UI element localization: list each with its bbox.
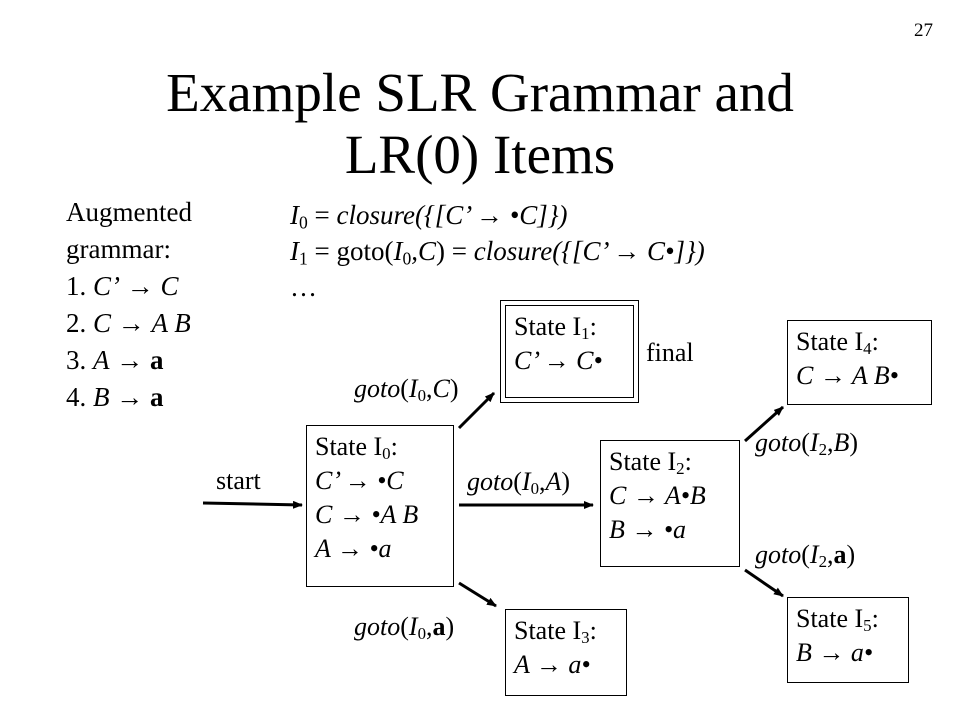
state-i0-item-1: C’ → •C <box>315 466 404 495</box>
state-i4-title: State I4: <box>796 327 879 359</box>
grammar-heading-2: grammar: <box>66 234 171 264</box>
start-label: start <box>216 466 261 495</box>
definition-ellipsis: … <box>290 272 317 302</box>
state-i5-item-1: B → a• <box>796 638 873 667</box>
state-i4-box: State I4: C → A B• <box>787 320 932 405</box>
state-i3-title: State I3: <box>514 616 597 648</box>
definition-i1: I1 = goto(I0,C) = closure({[C’ → C•]}) <box>290 236 705 269</box>
arrow-goto-i0-a-lower <box>458 581 497 608</box>
state-i0-box: State I0: C’ → •C C → •A B A → •a <box>306 425 454 587</box>
state-i1-item-1: C’ → C• <box>514 346 603 375</box>
state-i2-item-2: B → •a <box>609 515 686 544</box>
label-goto-i2-a: goto(I2,a) <box>755 540 856 572</box>
state-i3-item-1: A → a• <box>514 650 591 679</box>
state-i2-title: State I2: <box>609 447 692 479</box>
grammar-rule-1: 1. C’ → C <box>66 271 179 301</box>
state-i1-outer-border <box>500 300 639 403</box>
arrow-goto-i0-c <box>457 391 496 430</box>
item-set-definitions: I0 = closure({[C’ → •C]}) I1 = goto(I0,C… <box>290 197 705 305</box>
definition-i0: I0 = closure({[C’ → •C]}) <box>290 200 568 233</box>
state-i5-box: State I5: B → a• <box>787 597 909 683</box>
title-line-2: LR(0) Items <box>344 124 616 185</box>
final-label: final <box>646 338 694 367</box>
grammar-rule-4: 4. B → a <box>66 382 164 412</box>
state-i1-title: State I1: <box>514 312 597 344</box>
grammar-rule-2: 2. C → A B <box>66 308 191 338</box>
arrow-goto-i2-b <box>743 405 785 443</box>
label-goto-i0-c: goto(I0,C) <box>354 374 459 406</box>
state-i3-box: State I3: A → a• <box>505 609 627 696</box>
label-goto-i0-a-lower: goto(I0,a) <box>354 612 455 644</box>
state-i2-item-1: C → A•B <box>609 481 706 510</box>
start-arrow <box>202 500 303 509</box>
arrow-goto-i2-a <box>744 568 784 598</box>
grammar-heading-1: Augmented <box>66 197 192 227</box>
state-i1-box: State I1: C’ → C• <box>505 305 634 398</box>
title-line-1: Example SLR Grammar and <box>166 62 794 123</box>
slide-title: Example SLR Grammar and LR(0) Items <box>0 62 960 186</box>
augmented-grammar: Augmented grammar: 1. C’ → C 2. C → A B … <box>66 194 192 416</box>
grammar-rule-3: 3. A → a <box>66 345 164 375</box>
state-i4-item-1: C → A B• <box>796 361 899 390</box>
state-i0-title: State I0: <box>315 432 398 464</box>
label-goto-i2-b: goto(I2,B) <box>755 428 859 460</box>
state-i5-title: State I5: <box>796 604 879 636</box>
state-i0-item-3: A → •a <box>315 534 392 563</box>
state-i0-item-2: C → •A B <box>315 500 419 529</box>
page-number: 27 <box>914 20 933 41</box>
state-i2-box: State I2: C → A•B B → •a <box>600 440 740 567</box>
label-goto-i0-a-upper: goto(I0,A) <box>467 467 571 499</box>
